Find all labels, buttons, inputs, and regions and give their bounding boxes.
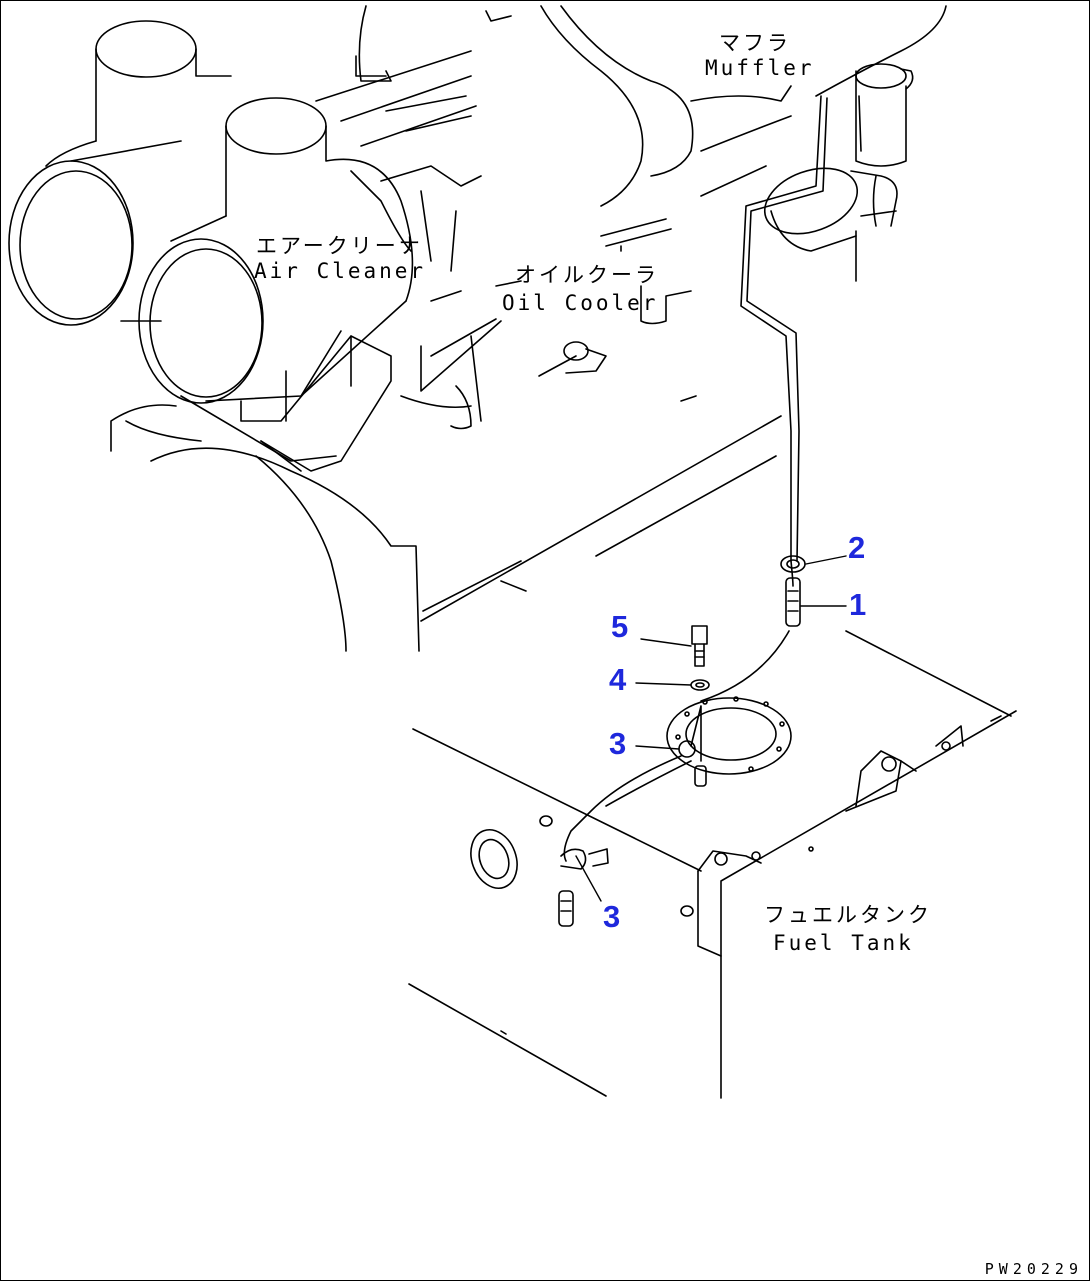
air-cleaner-drawing xyxy=(8,20,414,472)
fuel-tank-label-en: Fuel Tank xyxy=(773,931,914,955)
leader-lines xyxy=(575,555,847,902)
muffler-label-jp: マフラ xyxy=(719,31,791,55)
callout-4: 4 xyxy=(609,662,627,697)
muffler-drawing xyxy=(763,63,914,282)
callout-5: 5 xyxy=(611,609,629,644)
fuel-tank-label-jp: フュエルタンク xyxy=(764,903,932,927)
fuel-tank-drawing xyxy=(408,630,1017,1099)
oil-cooler-label-en: Oil Cooler xyxy=(502,291,659,315)
oil-cooler-label-jp: オイルクーラ xyxy=(515,263,659,287)
fuel-line-drawing xyxy=(563,95,828,862)
callout-3-lower: 3 xyxy=(603,899,621,934)
callout-3-upper: 3 xyxy=(609,726,627,761)
muffler-label-en: Muffler xyxy=(705,56,815,80)
air-cleaner-label-jp: エアークリーナ xyxy=(256,234,423,258)
callout-2: 2 xyxy=(848,530,866,565)
air-cleaner-label-en: Air Cleaner xyxy=(254,259,427,283)
callout-1: 1 xyxy=(849,587,867,622)
parts-drawing xyxy=(539,555,806,927)
drawing-code: PW20229 xyxy=(984,1260,1083,1278)
engine-outline-drawing xyxy=(110,5,947,652)
